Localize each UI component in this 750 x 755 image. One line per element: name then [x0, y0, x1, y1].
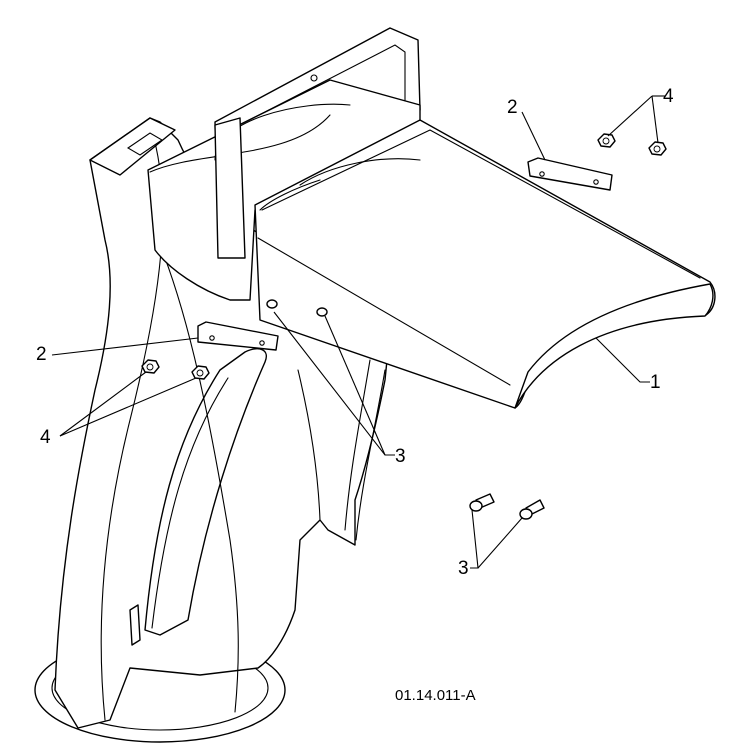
callout-2-top: 2	[507, 97, 518, 118]
callout-2-left: 2	[36, 344, 47, 365]
bracket-plate-right	[527, 157, 613, 191]
leader-lines	[51, 95, 665, 569]
drawing-number: 01.14.011-A	[395, 687, 476, 704]
callout-4-top: 4	[663, 86, 674, 107]
callout-1: 1	[650, 372, 661, 393]
pins-loose	[469, 493, 545, 520]
nuts-top	[597, 133, 667, 156]
callout-3-middle: 3	[395, 446, 406, 467]
bracket-plate-left	[197, 321, 279, 351]
deflector	[254, 119, 716, 409]
callout-3-bottom: 3	[458, 558, 469, 579]
callout-4-left: 4	[40, 427, 51, 448]
